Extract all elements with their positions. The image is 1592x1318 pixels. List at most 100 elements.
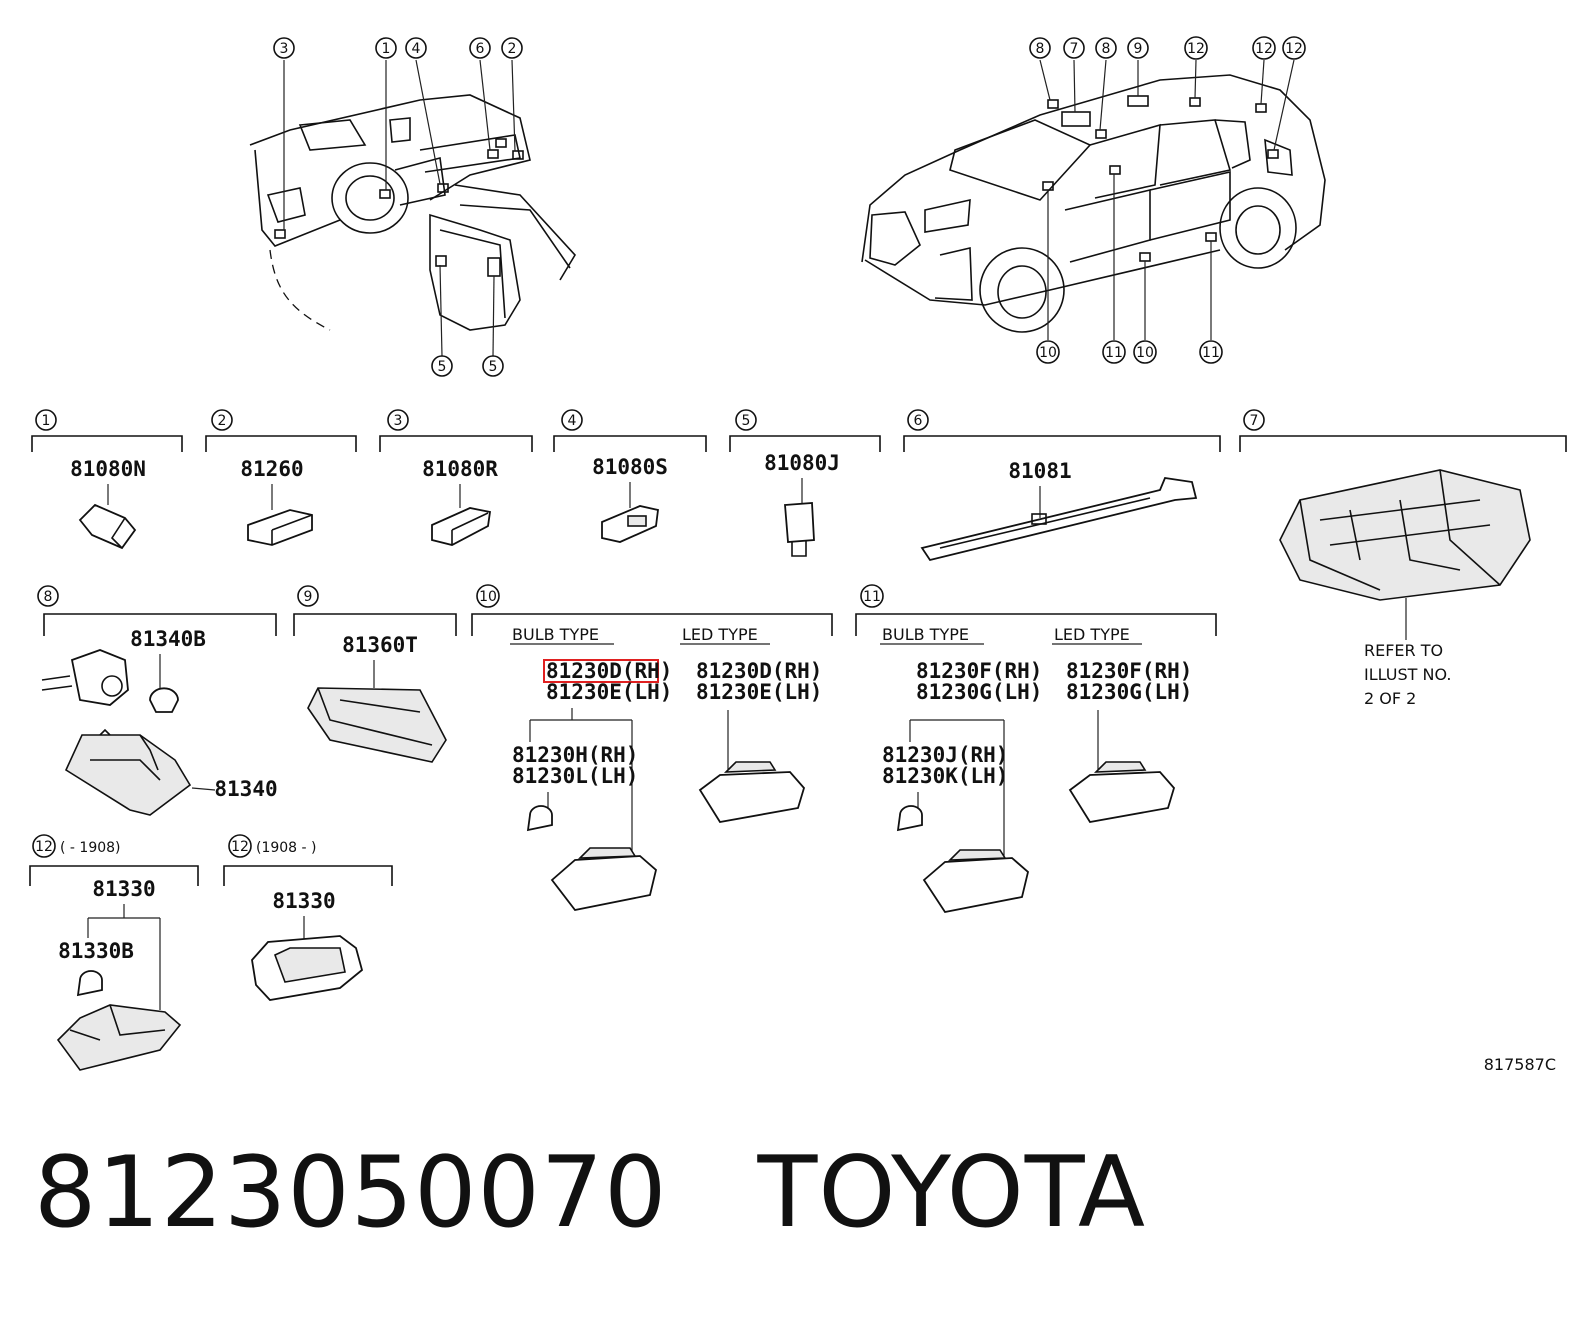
svg-text:12: 12 [1285, 41, 1303, 57]
group-8: 8 81340B 81340 [37, 585, 278, 816]
callout-5-bottom-a: 5 [431, 355, 453, 377]
bulb-type-label-10: BULB TYPE [512, 625, 599, 644]
illustration-code: 817587C [1484, 1055, 1556, 1074]
bulb-type-label-11: BULB TYPE [882, 625, 969, 644]
part-81081: 81081 [1008, 459, 1071, 483]
callout-12-top-a: 12 [1184, 36, 1208, 60]
footer-part-number: 8123050070 [34, 1136, 668, 1250]
vehicle-illustration [861, 74, 1326, 333]
svg-text:10: 10 [1039, 345, 1057, 361]
svg-text:11: 11 [1105, 345, 1123, 361]
group-4: 4 81080S [553, 409, 707, 543]
part-81340: 81340 [214, 777, 277, 801]
group-9: 9 81360T [293, 585, 457, 763]
part-81360T: 81360T [342, 633, 418, 657]
part-81080R: 81080R [422, 457, 498, 481]
svg-text:2: 2 [508, 41, 517, 57]
group-1: 1 81080N [31, 409, 183, 550]
group-3: 3 81080R [379, 409, 533, 546]
part-81230E-LH-led: 81230E(LH) [696, 680, 822, 704]
svg-text:6: 6 [914, 413, 923, 429]
svg-text:3: 3 [394, 413, 403, 429]
svg-text:5: 5 [742, 413, 751, 429]
part-81230D-RH-led: 81230D(RH) [696, 659, 822, 683]
svg-text:12: 12 [1187, 41, 1205, 57]
part-81340B: 81340B [130, 627, 206, 651]
svg-text:2: 2 [218, 413, 227, 429]
callout-12-top-b: 12 [1252, 36, 1276, 60]
part-81330B: 81330B [58, 939, 134, 963]
dashboard-illustration [249, 94, 576, 331]
group-12a: 12 ( - 1908) 81330 81330B [29, 834, 199, 1071]
group-12b: 12 (1908 - ) 81330 [223, 834, 393, 1001]
part-81260: 81260 [240, 457, 303, 481]
svg-text:7: 7 [1250, 413, 1259, 429]
callout-3-top: 3 [273, 37, 295, 59]
callout-1-top: 1 [375, 37, 397, 59]
part-81330-a: 81330 [92, 877, 155, 901]
group-2: 2 81260 [205, 409, 357, 546]
refer-note-line3: 2 OF 2 [1364, 689, 1416, 708]
callout-12-top-c: 12 [1282, 36, 1306, 60]
svg-text:10: 10 [1136, 345, 1154, 361]
group-7: 7 REFER TO ILLUST NO. 2 OF 2 [1239, 409, 1567, 708]
callout-6-top: 6 [469, 37, 491, 59]
led-type-label-10: LED TYPE [682, 625, 758, 644]
highlight-box [543, 659, 659, 683]
callout-4-top: 4 [405, 37, 427, 59]
callout-11-bottom-a: 11 [1102, 340, 1126, 364]
svg-text:4: 4 [568, 413, 577, 429]
part-81230F-RH-bulb: 81230F(RH) [916, 659, 1042, 683]
callout-8-top-b: 8 [1095, 37, 1117, 59]
callout-10-bottom-a: 10 [1036, 340, 1060, 364]
part-81230D-RH-bulb: 81230D(RH) [546, 659, 672, 683]
callout-10-bottom-b: 10 [1133, 340, 1157, 364]
callout-5-bottom-b: 5 [482, 355, 504, 377]
refer-note-line1: REFER TO [1364, 641, 1443, 660]
callout-9-top: 9 [1127, 37, 1149, 59]
svg-text:6: 6 [476, 41, 485, 57]
part-81230L-LH: 81230L(LH) [512, 764, 638, 788]
svg-text:12: 12 [231, 839, 249, 855]
svg-text:5: 5 [438, 359, 447, 375]
group-5: 5 81080J [729, 409, 881, 557]
svg-text:3: 3 [280, 41, 289, 57]
part-81230H-RH: 81230H(RH) [512, 743, 638, 767]
dashboard-leaders [283, 59, 516, 357]
svg-text:11: 11 [863, 589, 881, 605]
led-type-label-11: LED TYPE [1054, 625, 1130, 644]
svg-text:9: 9 [1134, 41, 1143, 57]
svg-text:1: 1 [382, 41, 391, 57]
svg-text:8: 8 [1102, 41, 1111, 57]
svg-text:11: 11 [1202, 345, 1220, 361]
svg-text:9: 9 [304, 589, 313, 605]
svg-text:4: 4 [412, 41, 421, 57]
part-81230G-LH-led: 81230G(LH) [1066, 680, 1192, 704]
callout-11-bottom-b: 11 [1199, 340, 1223, 364]
part-81230J-RH: 81230J(RH) [882, 743, 1008, 767]
part-81330-b: 81330 [272, 889, 335, 913]
range-until-1908: ( - 1908) [60, 840, 121, 856]
part-81230K-LH: 81230K(LH) [882, 764, 1008, 788]
svg-text:5: 5 [489, 359, 498, 375]
svg-text:8: 8 [1036, 41, 1045, 57]
group-6: 6 81081 [903, 409, 1221, 562]
part-81080S: 81080S [592, 455, 668, 479]
svg-text:7: 7 [1070, 41, 1079, 57]
svg-text:12: 12 [35, 839, 53, 855]
svg-text:1: 1 [42, 413, 51, 429]
part-81080J: 81080J [764, 451, 840, 475]
part-81080N: 81080N [70, 457, 146, 481]
callout-2-top: 2 [501, 37, 523, 59]
part-81230G-LH-bulb: 81230G(LH) [916, 680, 1042, 704]
svg-text:10: 10 [479, 589, 497, 605]
vehicle-leaders [1039, 59, 1295, 340]
callout-8-top-a: 8 [1029, 37, 1051, 59]
svg-text:8: 8 [44, 589, 53, 605]
top-callouts: 3 1 4 6 2 5 5 8 7 8 9 12 12 12 10 11 10 … [273, 36, 1306, 377]
group-10: 10 BULB TYPE LED TYPE 81230D(RH) 81230E(… [471, 584, 833, 911]
part-81230F-RH-led: 81230F(RH) [1066, 659, 1192, 683]
part-81230E-LH-bulb: 81230E(LH) [546, 680, 672, 704]
